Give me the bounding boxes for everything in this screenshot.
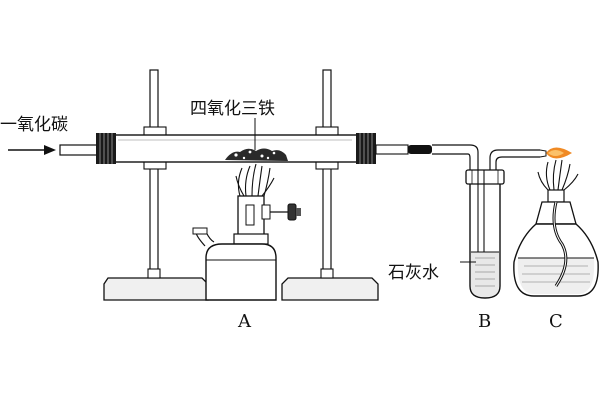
co-inlet-arrow xyxy=(8,145,56,155)
alcohol-lamp-c-flame xyxy=(537,159,579,191)
left-iron-stand xyxy=(103,69,209,301)
iron-oxide-label: 四氧化三铁 xyxy=(190,99,275,119)
lamp-a-burner xyxy=(233,195,301,245)
left-stopper xyxy=(96,133,116,164)
right-iron-stand xyxy=(281,69,379,301)
outlet-tubing xyxy=(375,144,479,170)
test-tube-b xyxy=(465,149,520,299)
right-stopper xyxy=(356,133,376,164)
exhaust-tube xyxy=(520,149,547,158)
iron-oxide-powder xyxy=(225,148,288,161)
lamp-a-flame xyxy=(235,163,275,197)
co-inlet-label: 一氧化碳 xyxy=(0,115,68,135)
exhaust-flame xyxy=(546,147,572,159)
label-a: A xyxy=(237,311,252,332)
label-b: B xyxy=(478,311,491,332)
limewater-label: 石灰水 xyxy=(388,263,439,283)
lamp-a-reservoir xyxy=(192,227,277,301)
alcohol-lamp-c xyxy=(513,189,599,297)
label-c: C xyxy=(549,311,563,332)
inlet-tube xyxy=(59,144,99,156)
